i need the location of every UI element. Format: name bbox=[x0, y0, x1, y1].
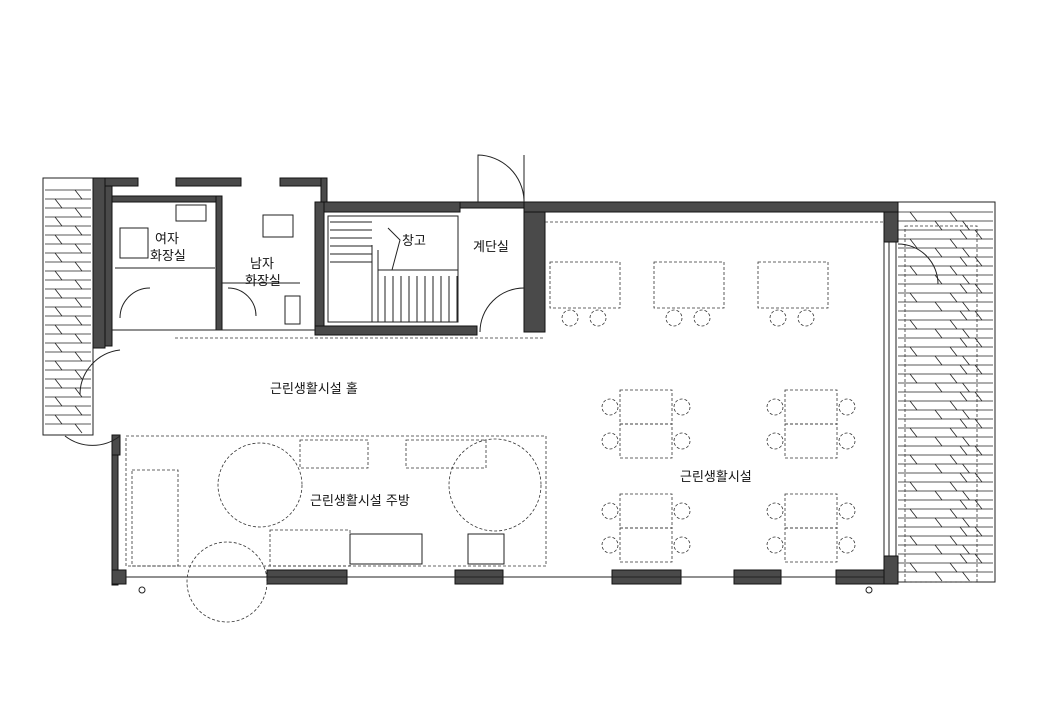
dining-furniture bbox=[549, 261, 856, 563]
stairs-label: 계단실 bbox=[473, 240, 509, 255]
toilet-fixtures bbox=[115, 204, 301, 325]
right-deck bbox=[895, 201, 996, 583]
main-room-label: 근린생활시설 bbox=[680, 470, 752, 485]
women-toilet-label-2: 화장실 bbox=[150, 249, 186, 264]
storage-label: 창고 bbox=[402, 234, 426, 249]
men-toilet-label-2: 화장실 bbox=[245, 274, 281, 289]
hall-label: 근린생활시설 홀 bbox=[270, 382, 358, 397]
doors bbox=[64, 154, 939, 623]
stairs bbox=[327, 215, 459, 323]
kitchen-label: 근린생활시설 주방 bbox=[310, 494, 410, 509]
women-toilet-label-1: 여자 bbox=[155, 232, 179, 247]
left-deck bbox=[42, 177, 94, 436]
interior-walls bbox=[111, 195, 884, 339]
kitchen-fixtures bbox=[125, 435, 547, 567]
men-toilet-label-1: 남자 bbox=[250, 257, 274, 272]
exterior-walls bbox=[92, 177, 899, 586]
column-markers bbox=[138, 586, 873, 594]
